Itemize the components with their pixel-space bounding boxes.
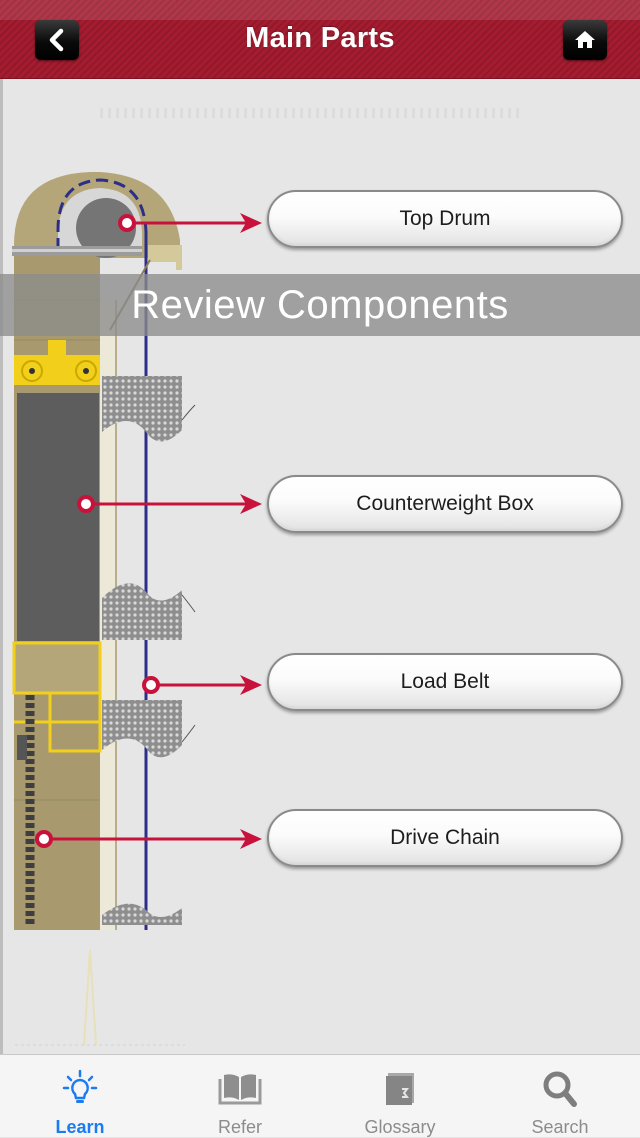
tab-label: Refer <box>217 1117 262 1137</box>
home-button[interactable] <box>563 20 607 60</box>
banner-text: Review Components <box>131 282 509 327</box>
part-label: Load Belt <box>400 670 490 693</box>
tab-label: Search <box>531 1117 589 1137</box>
top-drum-button[interactable]: Top Drum <box>267 190 623 248</box>
review-components-banner[interactable]: Review Components <box>0 274 640 336</box>
part-label: Counterweight Box <box>356 492 534 515</box>
navigation-bar: Main Parts <box>0 0 640 79</box>
tab-label: Glossary <box>364 1117 436 1137</box>
tab-bar: Learn Refer Glossary Search <box>0 1054 640 1137</box>
mesh-sections <box>102 376 196 925</box>
callout-top-drum <box>118 213 262 233</box>
callout-drive-chain <box>35 829 262 849</box>
tab-learn[interactable]: Learn <box>0 1055 160 1137</box>
tab-label: Learn <box>55 1117 105 1137</box>
tab-refer[interactable]: Refer <box>160 1055 320 1137</box>
yellow-mechanism-bottom <box>12 641 102 753</box>
open-book-icon <box>218 1074 262 1105</box>
top-drum-graphic <box>12 178 182 930</box>
callout-load-belt <box>142 675 262 695</box>
page-title: Main Parts <box>245 22 395 54</box>
faint-background-detail <box>100 108 520 118</box>
chevron-left-icon <box>49 28 64 52</box>
back-button[interactable] <box>35 20 79 60</box>
counterweight-box-graphic <box>17 393 99 641</box>
search-icon <box>543 1071 577 1107</box>
glossary-book-icon <box>386 1073 414 1105</box>
home-icon <box>575 31 595 48</box>
tab-search[interactable]: Search <box>480 1055 640 1137</box>
callout-counterweight-box <box>77 494 262 514</box>
part-label: Top Drum <box>399 207 491 230</box>
load-belt-button[interactable]: Load Belt <box>267 653 623 711</box>
tab-glossary[interactable]: Glossary <box>320 1055 480 1137</box>
yellow-mechanism-top <box>14 340 100 385</box>
elevator-diagram <box>12 172 262 1046</box>
lightbulb-icon <box>62 1069 98 1103</box>
counterweight-box-button[interactable]: Counterweight Box <box>267 475 623 533</box>
part-label: Drive Chain <box>390 826 500 849</box>
drive-chain-button[interactable]: Drive Chain <box>267 809 623 867</box>
faint-base-detail <box>15 949 185 1046</box>
drive-chain-graphic <box>17 695 35 925</box>
